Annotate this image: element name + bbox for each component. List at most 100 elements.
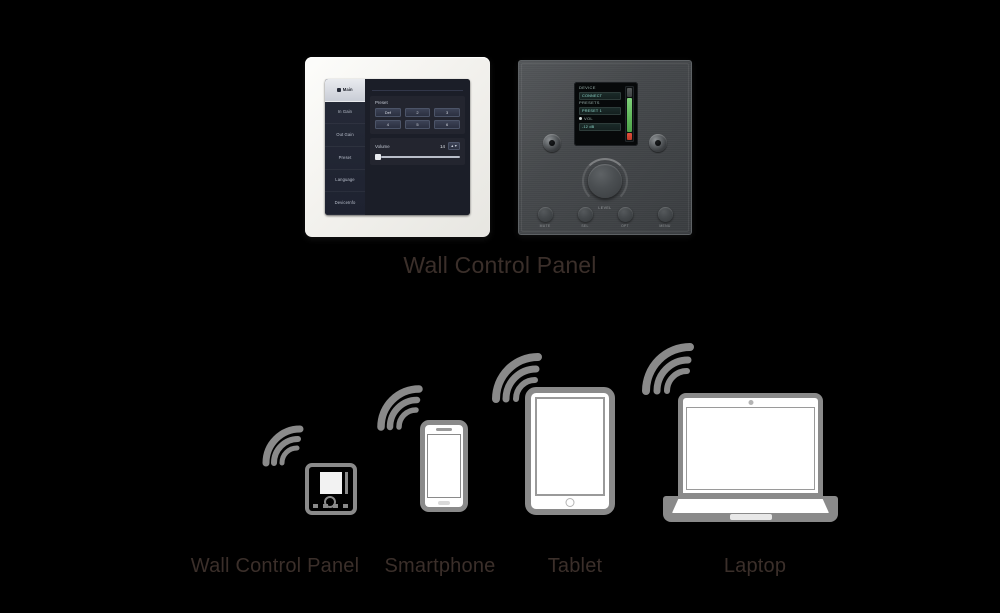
menu-item-language[interactable]: Language: [325, 170, 365, 193]
wall-panel-button-icon: [343, 504, 348, 508]
panel-button-sel[interactable]: SEL: [574, 207, 596, 228]
menu-item-label: Out Gain: [336, 132, 354, 138]
wifi-icon: [375, 385, 425, 431]
laptop-lid-icon: [678, 393, 823, 498]
laptop-base-icon: [663, 496, 838, 522]
laptop-keyboard-icon: [672, 499, 829, 513]
phone-home-button-icon: [438, 501, 450, 505]
device-tablet[interactable]: Tablet: [492, 353, 655, 585]
lcd-label-device: DEVICE: [579, 85, 596, 90]
wall-panel-button-icon: [323, 504, 328, 508]
volume-slider-handle[interactable]: [375, 154, 381, 160]
button-circle-icon: [537, 207, 553, 222]
preset-button-4[interactable]: 4: [375, 120, 401, 129]
preset-group: Preset Def 2 3 4 5 6: [370, 96, 465, 134]
laptop-trackpad-icon: [729, 514, 772, 520]
button-circle-icon: [657, 207, 673, 222]
volume-group: Volume 14 ▲▼: [370, 138, 465, 165]
wall-panel-icon: [305, 463, 357, 515]
wall-panel-buttons-icon: [313, 504, 348, 508]
button-label: OPT: [621, 224, 629, 228]
wall-panel-button-icon: [333, 504, 338, 508]
device-wall-control-panel[interactable]: Wall Control Panel: [180, 355, 370, 585]
panel-button-opt[interactable]: OPT: [614, 207, 636, 228]
laptop-camera-icon: [748, 400, 753, 405]
screw-icon-right: [649, 134, 667, 152]
device-label: Wall Control Panel: [190, 555, 360, 577]
device-label: Smartphone: [384, 555, 496, 577]
device-label: Laptop: [723, 555, 787, 577]
preset-button-def[interactable]: Def: [375, 108, 401, 117]
meter-green-segment: [627, 98, 632, 132]
volume-stepper[interactable]: ▲▼: [448, 142, 460, 150]
wifi-icon: [490, 353, 544, 403]
white-panel-screen-bezel: Main In Gain Out Gain Preset Language: [325, 79, 470, 215]
lcd-value-device: CONNECT: [579, 91, 621, 100]
wall-panel-button-icon: [313, 504, 318, 508]
home-icon: [337, 87, 342, 92]
tablet-icon: [525, 387, 615, 515]
phone-speaker-icon: [436, 428, 452, 431]
menu-item-device-info[interactable]: DeviceInfo: [325, 192, 365, 215]
volume-slider-track[interactable]: [381, 156, 460, 158]
black-wall-control-panel[interactable]: DEVICE CONNECT PRESETS PRESET 1 VOL -12 …: [518, 60, 692, 235]
status-dot-icon: [579, 117, 582, 121]
menu-item-in-gain[interactable]: In Gain: [325, 102, 365, 125]
preset-group-title: Preset: [375, 100, 388, 105]
lcd-text-area: DEVICE CONNECT PRESETS PRESET 1 VOL -12 …: [579, 85, 621, 142]
button-label: SEL: [581, 224, 589, 228]
button-circle-icon: [617, 207, 633, 222]
lcd-value-vol: -12 dB: [579, 122, 621, 131]
preset-button-3[interactable]: 3: [434, 108, 460, 117]
panel-button-row: MUTE SEL OPT MENU: [534, 207, 676, 228]
volume-slider[interactable]: [375, 154, 460, 160]
menu-item-main[interactable]: Main: [325, 79, 365, 102]
level-meter: [625, 86, 634, 142]
lcd-row-vol: VOL: [579, 115, 621, 121]
volume-row: Volume 14 ▲▼: [375, 142, 460, 150]
meter-red-segment: [627, 133, 632, 140]
panel-button-menu[interactable]: MENU: [654, 207, 676, 228]
screw-icon-left: [543, 134, 561, 152]
white-wall-control-panel[interactable]: Main In Gain Out Gain Preset Language: [305, 57, 490, 237]
device-label: Tablet: [547, 555, 603, 577]
preset-button-5[interactable]: 5: [404, 120, 431, 129]
connected-devices-row: Wall Control Panel Smartphone: [0, 343, 1000, 613]
rotary-knob-assembly[interactable]: LEVEL: [582, 158, 628, 210]
preset-button-grid: Def 2 3 4 5 6: [375, 108, 460, 129]
preset-button-6[interactable]: 6: [434, 120, 460, 129]
volume-label: Volume: [375, 143, 390, 149]
knob-label: LEVEL: [598, 206, 612, 210]
wall-panel-screen-icon: [320, 472, 342, 494]
menu-item-preset[interactable]: Preset: [325, 147, 365, 170]
preset-button-2[interactable]: 2: [404, 108, 431, 117]
knob-arc-indicator: [582, 158, 628, 204]
tablet-home-button-icon: [565, 498, 575, 507]
lcd-label-vol: VOL: [584, 115, 593, 121]
tablet-screen-icon: [535, 397, 605, 496]
screen-title-divider: [372, 84, 463, 91]
lcd-value-presets: PRESET 1: [579, 107, 621, 116]
panel-button-mute[interactable]: MUTE: [534, 207, 556, 228]
meter-headroom-segment: [627, 88, 632, 97]
button-circle-icon: [577, 207, 593, 222]
menu-item-label: In Gain: [337, 109, 353, 115]
rotary-knob[interactable]: [588, 164, 622, 198]
menu-item-label: Main: [342, 86, 353, 92]
lcd-display: DEVICE CONNECT PRESETS PRESET 1 VOL -12 …: [574, 82, 638, 146]
lcd-label-presets: PRESETS: [579, 100, 600, 106]
button-label: MUTE: [539, 224, 551, 228]
wall-panel-meter-icon: [345, 472, 348, 494]
laptop-screen-icon: [686, 407, 815, 490]
device-laptop[interactable]: Laptop: [642, 343, 865, 585]
volume-value: 14: [440, 143, 445, 149]
wall-panels-group: Main In Gain Out Gain Preset Language: [0, 0, 1000, 300]
menu-item-label: Language: [335, 177, 355, 183]
device-smartphone[interactable]: Smartphone: [345, 355, 535, 585]
wifi-icon: [640, 343, 696, 395]
smartphone-icon: [420, 420, 468, 512]
screen-sidebar-menu: Main In Gain Out Gain Preset Language: [325, 79, 365, 215]
button-label: MENU: [659, 224, 671, 228]
menu-item-out-gain[interactable]: Out Gain: [325, 124, 365, 148]
